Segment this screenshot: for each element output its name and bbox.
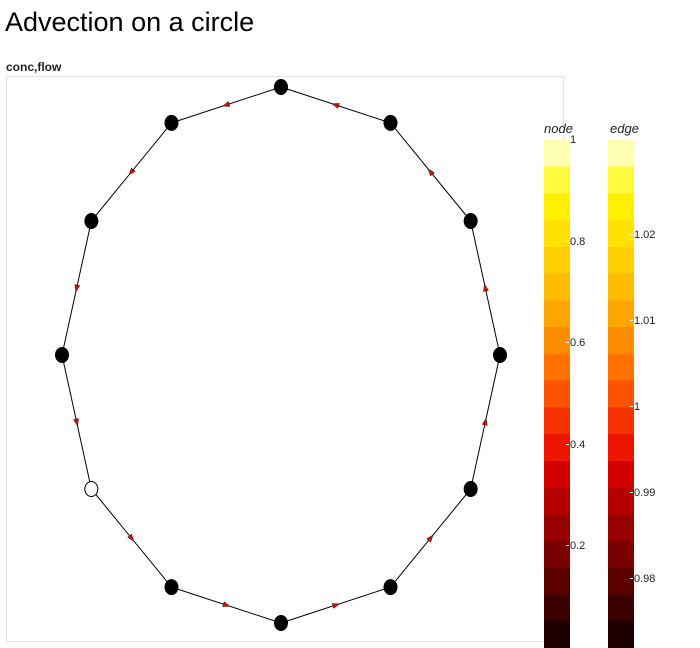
node-filled (164, 579, 179, 596)
node-filled (274, 615, 288, 631)
edge-colorbar-tick-label: 0.99 (629, 487, 656, 500)
edges-layer (61, 86, 501, 624)
flow-arrow-icon (427, 168, 435, 177)
node-filled (383, 579, 398, 596)
node-filled (493, 347, 507, 363)
plot-frame (6, 76, 564, 642)
node-filled (383, 114, 398, 131)
flow-arrow-icon (331, 603, 341, 609)
arrows-layer (73, 101, 489, 609)
flow-arrow-icon (221, 101, 231, 107)
node-colorbar-title: node (544, 121, 573, 136)
node-filled (55, 347, 69, 363)
flow-arrow-icon (426, 534, 434, 543)
node-filled (164, 114, 179, 131)
flow-arrow-icon (128, 167, 136, 176)
flow-arrow-icon (74, 284, 81, 293)
node-filled (274, 79, 288, 95)
node-filled (84, 213, 99, 229)
flow-arrow-icon (127, 533, 135, 542)
edge-colorbar-tick-label: 1.02 (629, 228, 656, 241)
node-colorbar-tick-label: 0.8 (565, 235, 586, 248)
edge-colorbar (608, 140, 634, 648)
edge-colorbar-title: edge (610, 121, 639, 136)
nodes-layer (55, 79, 507, 631)
node-filled (463, 213, 478, 229)
edge-colorbar-tick-label: 0.98 (629, 573, 656, 586)
plot-label: conc,flow (6, 60, 62, 74)
flow-arrow-icon (331, 103, 340, 109)
node-colorbar-tick-label: 1 (565, 134, 577, 146)
node-colorbar-tick-label: 0.6 (565, 337, 586, 350)
node-filled (463, 481, 478, 497)
node-colorbar-tick-label: 0.4 (565, 438, 586, 451)
edge-colorbar-tick-label: 1.01 (629, 314, 656, 327)
page-title: Advection on a circle (5, 7, 255, 37)
flow-arrow-icon (483, 283, 489, 292)
flow-arrow-icon (222, 601, 231, 607)
node-colorbar (544, 140, 570, 648)
flow-arrow-icon (481, 417, 488, 426)
node-colorbar-tick-label: 0.2 (565, 540, 586, 553)
flow-arrow-icon (73, 418, 79, 427)
edge-colorbar-tick-label: 1 (629, 400, 641, 413)
node-empty (84, 481, 99, 497)
